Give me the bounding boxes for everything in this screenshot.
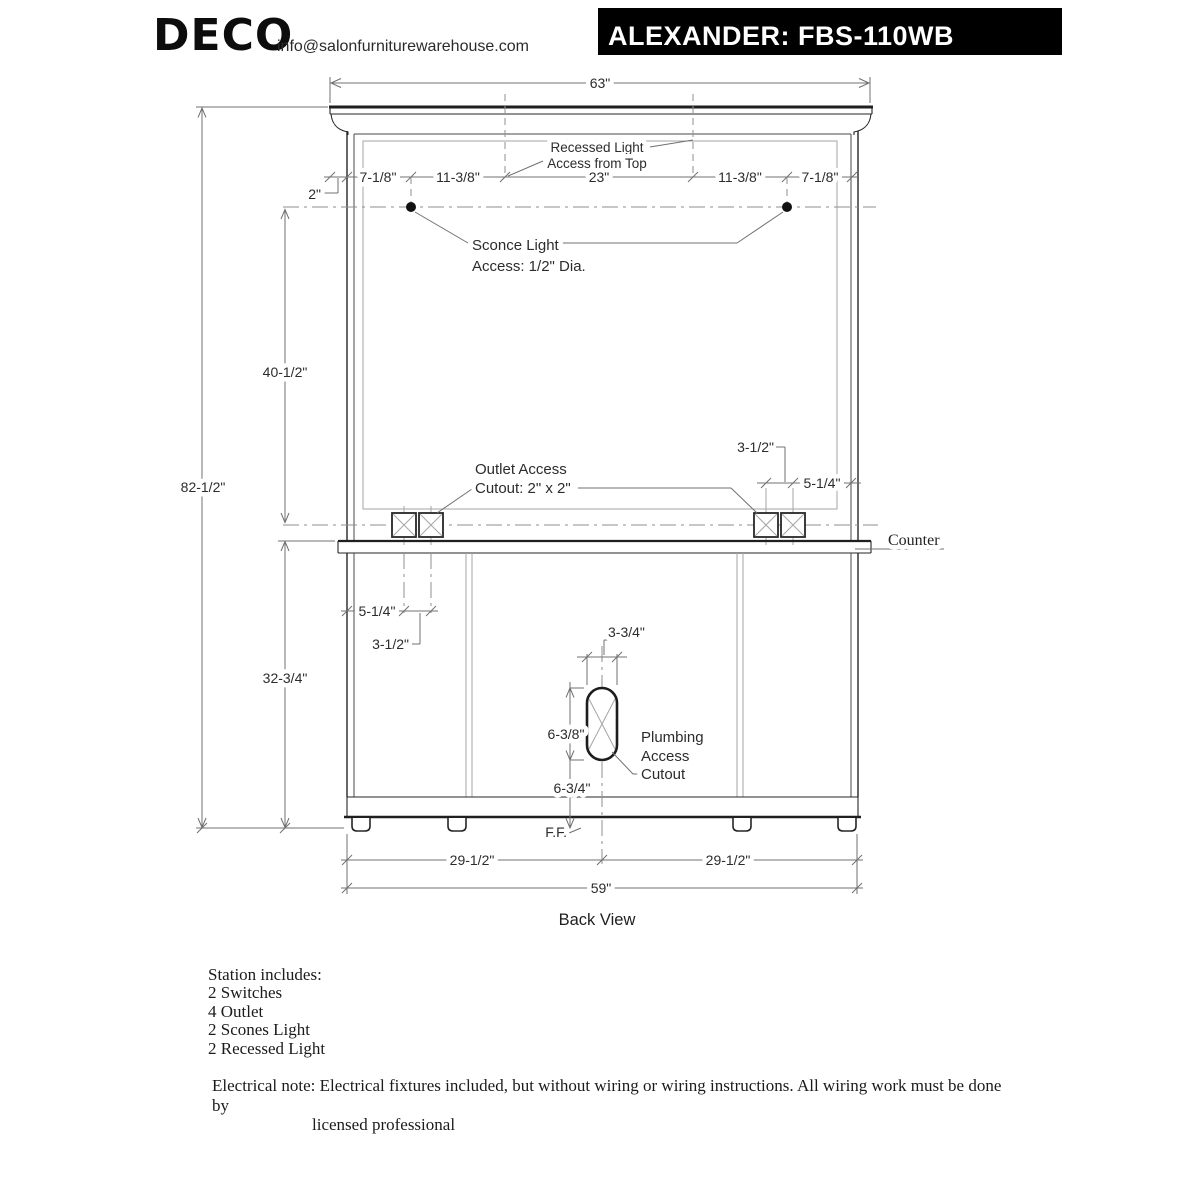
dim-plumbing-width: 3-3/4" <box>608 624 645 640</box>
electrical-note: Electrical note: Electrical fixtures inc… <box>212 1076 1012 1135</box>
electrical-note-line2: licensed professional <box>312 1115 456 1134</box>
dim-plumbing-offset: 6-3/4" <box>554 780 591 796</box>
plumbing-label-1: Plumbing <box>641 729 704 746</box>
station-includes-item: 2 Scones Light <box>208 1020 310 1040</box>
outlet-square <box>780 512 806 538</box>
counter: Counter <box>337 528 945 554</box>
dim-base-width: 59" <box>591 880 612 896</box>
sconce-light-label-1: Sconce Light <box>472 237 560 254</box>
dim-outlet-right-spacing: 3-1/2" <box>737 439 774 455</box>
view-label: Back View <box>559 911 636 929</box>
dim-top-seg4: 11-3/8" <box>718 169 762 185</box>
brand-logo: DECO <box>153 10 294 61</box>
finished-floor-label: F.F. <box>545 824 567 840</box>
dim-mirror-height: 40-1/2" <box>258 208 312 524</box>
station-includes-title: Station includes: <box>208 965 322 984</box>
crown-molding <box>329 105 873 135</box>
dim-overall-width-label: 63" <box>590 75 611 91</box>
cabinet-foot <box>837 818 857 832</box>
model-banner-text: ALEXANDER: FBS-110WB <box>608 21 955 51</box>
electrical-note-label: Electrical note: <box>212 1076 316 1095</box>
mirror-panel <box>362 140 838 510</box>
dim-outlet-left: 5-1/4" 3-1/2" <box>341 553 438 657</box>
recessed-light-label-1: Recessed Light <box>550 140 643 155</box>
dim-top-seg2: 11-3/8" <box>436 169 480 185</box>
dim-cabinet-height-label: 32-3/4" <box>263 670 308 686</box>
station-includes-item: 2 Switches <box>208 983 283 1003</box>
dim-top-seg1: 7-1/8" <box>360 169 397 185</box>
dim-overall-height: 82-1/2" <box>176 106 344 834</box>
dim-outlet-left-edge: 5-1/4" <box>359 603 396 619</box>
dim-top-chain: 7-1/8" 11-3/8" 23" 11-3/8" 7-1/8" 2" <box>304 165 858 207</box>
electrical-note-text: Electrical fixtures included, but withou… <box>212 1076 1002 1115</box>
outlet-square <box>391 512 417 538</box>
plumbing-label-2: Access <box>641 748 689 765</box>
mirror-frame <box>346 131 859 541</box>
dim-outlet-right-edge: 5-1/4" <box>804 475 841 491</box>
plumbing-label-3: Cutout <box>641 766 686 783</box>
model-banner: ALEXANDER: FBS-110WB <box>598 8 1062 55</box>
cabinet-foot <box>351 818 371 832</box>
outlet-square <box>753 512 779 538</box>
sconce-light-marker-right <box>782 202 792 212</box>
outlet-access-label-2: Cutout: 2" x 2" <box>475 480 571 497</box>
outlet-access-label-1: Outlet Access <box>475 461 567 478</box>
outlet-cutouts: Outlet Access Cutout: 2" x 2" <box>283 457 878 545</box>
dim-top-seg3: 23" <box>589 169 610 185</box>
dim-top-seg5: 7-1/8" <box>802 169 839 185</box>
dim-overall-height-label: 82-1/2" <box>181 479 226 495</box>
contact-email: info@salonfurniturewarehouse.com <box>277 38 529 55</box>
dim-mirror-height-label: 40-1/2" <box>263 364 308 380</box>
dim-crown-overhang: 2" <box>308 186 321 202</box>
electrical-note-line1: Electrical note: Electrical fixtures inc… <box>212 1076 1012 1115</box>
station-includes: Station includes: 2 Switches 4 Outlet 2 … <box>208 965 326 1058</box>
dim-outlet-left-spacing: 3-1/2" <box>372 636 409 652</box>
lower-cabinet <box>344 553 861 832</box>
sconce-light-marker-left <box>406 202 416 212</box>
dim-base-right-half: 29-1/2" <box>706 852 751 868</box>
counter-label: Counter <box>888 532 940 549</box>
dim-outlet-right: 3-1/2" 5-1/4" <box>733 435 861 512</box>
dim-overall-width: 63" <box>329 71 871 103</box>
cabinet-foot <box>732 818 752 832</box>
cabinet-foot <box>447 818 467 832</box>
outlet-square <box>418 512 444 538</box>
dim-base-left-half: 29-1/2" <box>450 852 495 868</box>
sconce-light-label-2: Access: 1/2" Dia. <box>472 258 586 275</box>
plumbing-access: 3-3/4" 6-3/8" 6-3/4" Plumbing Access Cut… <box>541 620 708 864</box>
dim-plumbing-height: 6-3/8" <box>548 726 585 742</box>
station-includes-item: 2 Recessed Light <box>208 1038 326 1058</box>
sconce-light-callout: Sconce Light Access: 1/2" Dia. <box>283 177 876 280</box>
station-includes-item: 4 Outlet <box>208 1001 264 1021</box>
dim-cabinet-height: 32-3/4" <box>258 540 335 829</box>
